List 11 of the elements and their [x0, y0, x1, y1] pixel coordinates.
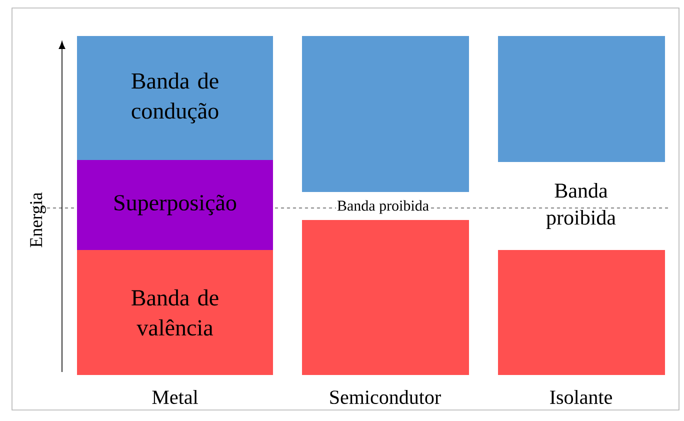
band-rectangle: [498, 36, 665, 162]
band-rectangle: [302, 36, 469, 192]
band-rectangle: Banda de valência: [77, 250, 273, 375]
band-rectangle: [302, 220, 469, 375]
gap-label: Banda proibida: [336, 199, 430, 215]
band-rectangle: Banda de condução: [77, 36, 273, 160]
axis-label: Energia: [30, 192, 46, 248]
band-rectangle: [498, 250, 665, 375]
band-rectangle: Superposição: [77, 160, 273, 250]
gap-label: Banda proibida: [546, 182, 616, 230]
column-label: Semicondutor: [330, 390, 441, 404]
